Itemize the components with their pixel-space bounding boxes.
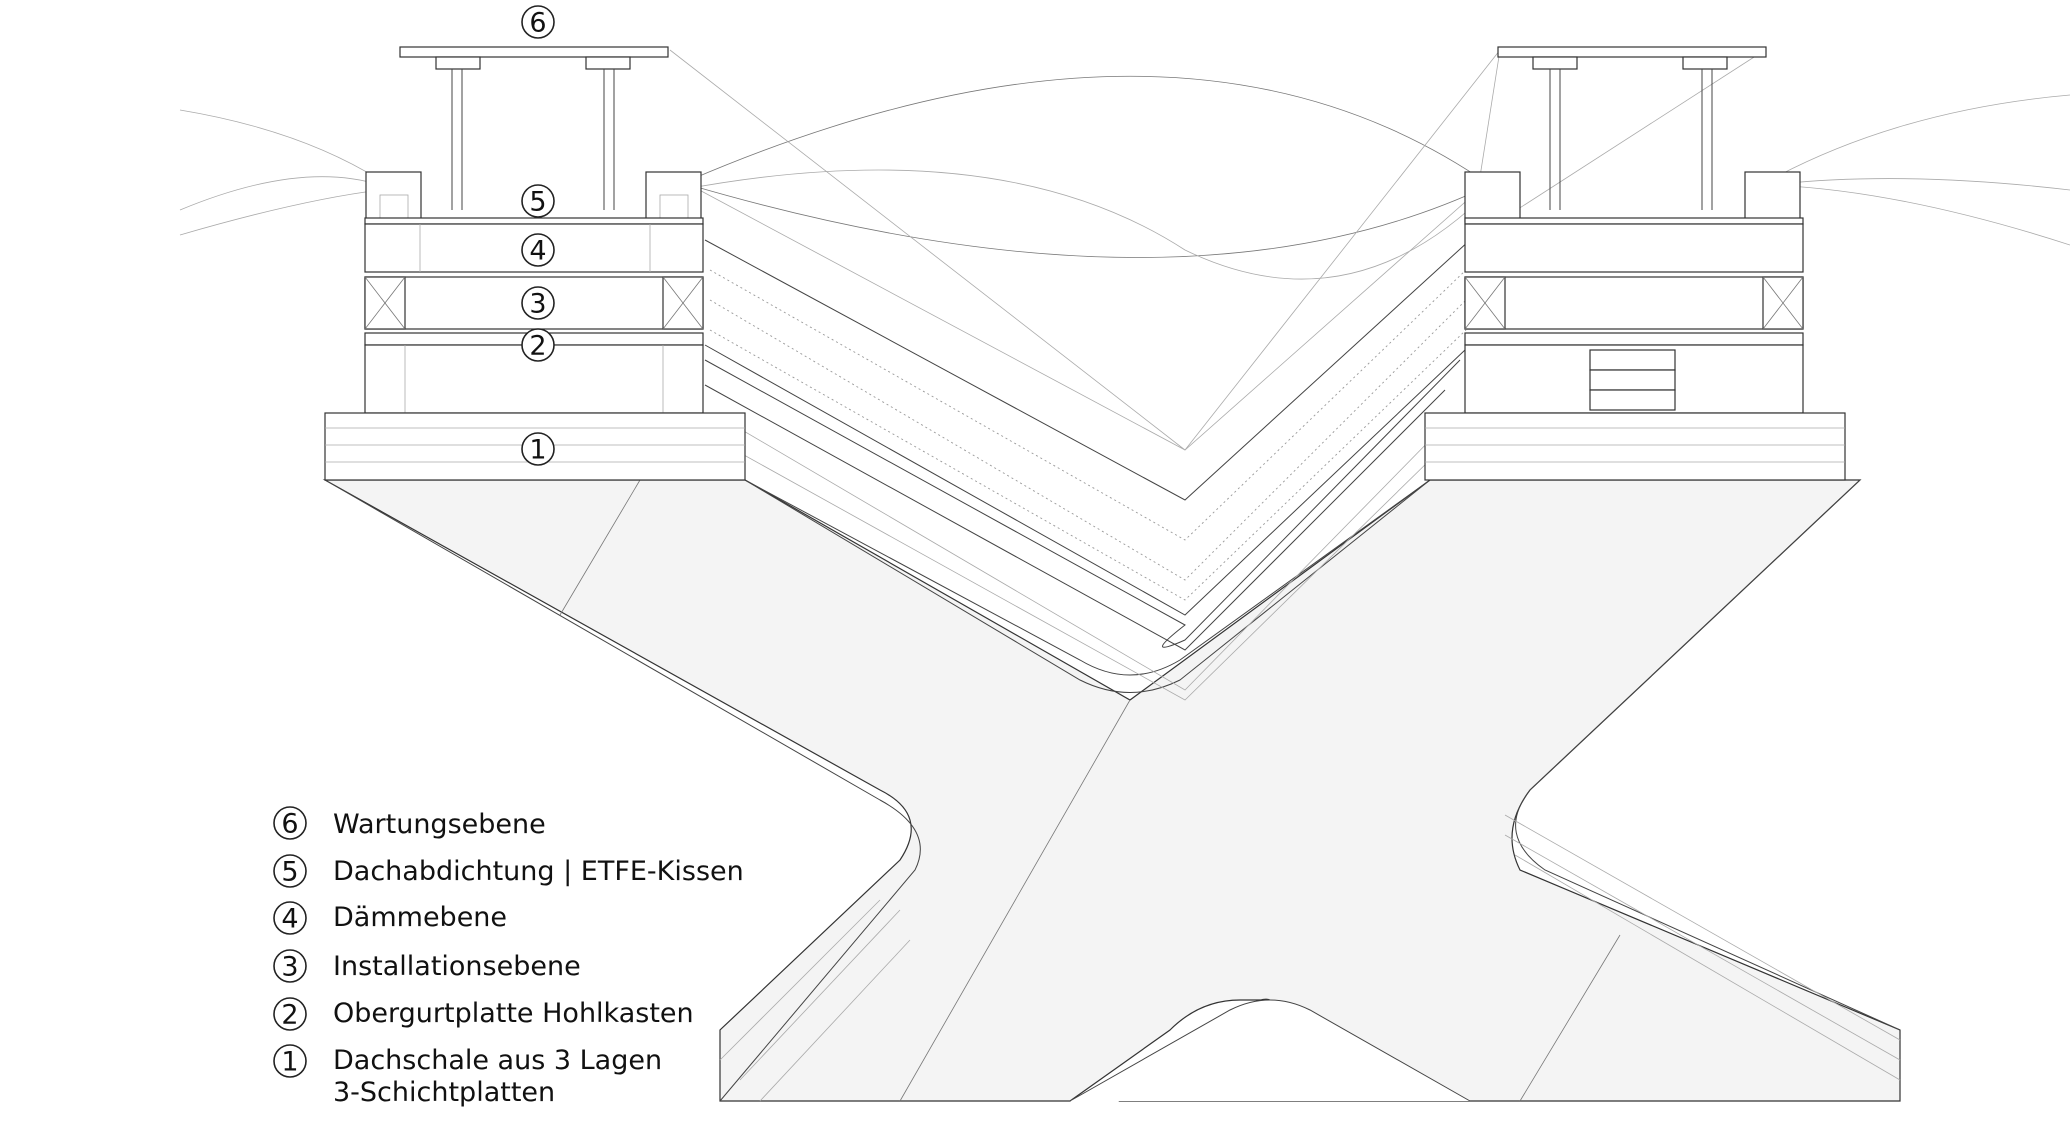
- callout-3: 3: [521, 286, 555, 320]
- svg-text:3-Schichtplatten: 3-Schichtplatten: [333, 1077, 555, 1108]
- legend-item-5: 5 Dachabdichtung | ETFE-Kissen: [273, 854, 744, 888]
- legend-item-1: 1 Dachschale aus 3 Lagen 3-Schichtplatte…: [273, 1044, 662, 1108]
- svg-text:Obergurtplatte Hohlkasten: Obergurtplatte Hohlkasten: [333, 998, 694, 1029]
- svg-text:1: 1: [529, 435, 546, 466]
- svg-text:3: 3: [281, 952, 298, 983]
- svg-text:4: 4: [529, 236, 546, 267]
- svg-text:6: 6: [281, 809, 298, 840]
- svg-text:Dämmebene: Dämmebene: [333, 902, 507, 933]
- callout-4: 4: [521, 233, 555, 267]
- legend-item-6: 6 Wartungsebene: [273, 806, 546, 840]
- legend-item-2: 2 Obergurtplatte Hohlkasten: [273, 997, 694, 1031]
- callout-2: 2: [521, 328, 555, 362]
- callout-5: 5: [521, 184, 555, 218]
- svg-text:Dachschale aus 3 Lagen: Dachschale aus 3 Lagen: [333, 1045, 662, 1076]
- callout-1: 1: [521, 432, 555, 466]
- svg-text:2: 2: [281, 1000, 298, 1031]
- valley-layers: [704, 239, 1471, 701]
- shell-body: [322, 479, 1901, 1102]
- svg-text:Installationsebene: Installationsebene: [333, 951, 581, 982]
- svg-text:2: 2: [529, 331, 546, 362]
- legend-item-4: 4 Dämmebene: [273, 901, 507, 935]
- svg-text:3: 3: [529, 289, 546, 320]
- right-buildup: [1424, 46, 1846, 481]
- svg-text:5: 5: [529, 187, 546, 218]
- svg-text:6: 6: [529, 8, 546, 39]
- svg-text:5: 5: [281, 857, 298, 888]
- legend: 6 Wartungsebene 5 Dachabdichtung | ETFE-…: [273, 806, 744, 1108]
- svg-text:Dachabdichtung | ETFE-Kissen: Dachabdichtung | ETFE-Kissen: [333, 856, 744, 887]
- legend-item-3: 3 Installationsebene: [273, 949, 581, 983]
- svg-text:4: 4: [281, 904, 298, 935]
- callout-6: 6: [521, 5, 555, 39]
- svg-text:1: 1: [281, 1047, 298, 1078]
- svg-text:Wartungsebene: Wartungsebene: [333, 809, 546, 840]
- section-callouts: 6 5 4 3 2 1: [521, 5, 555, 466]
